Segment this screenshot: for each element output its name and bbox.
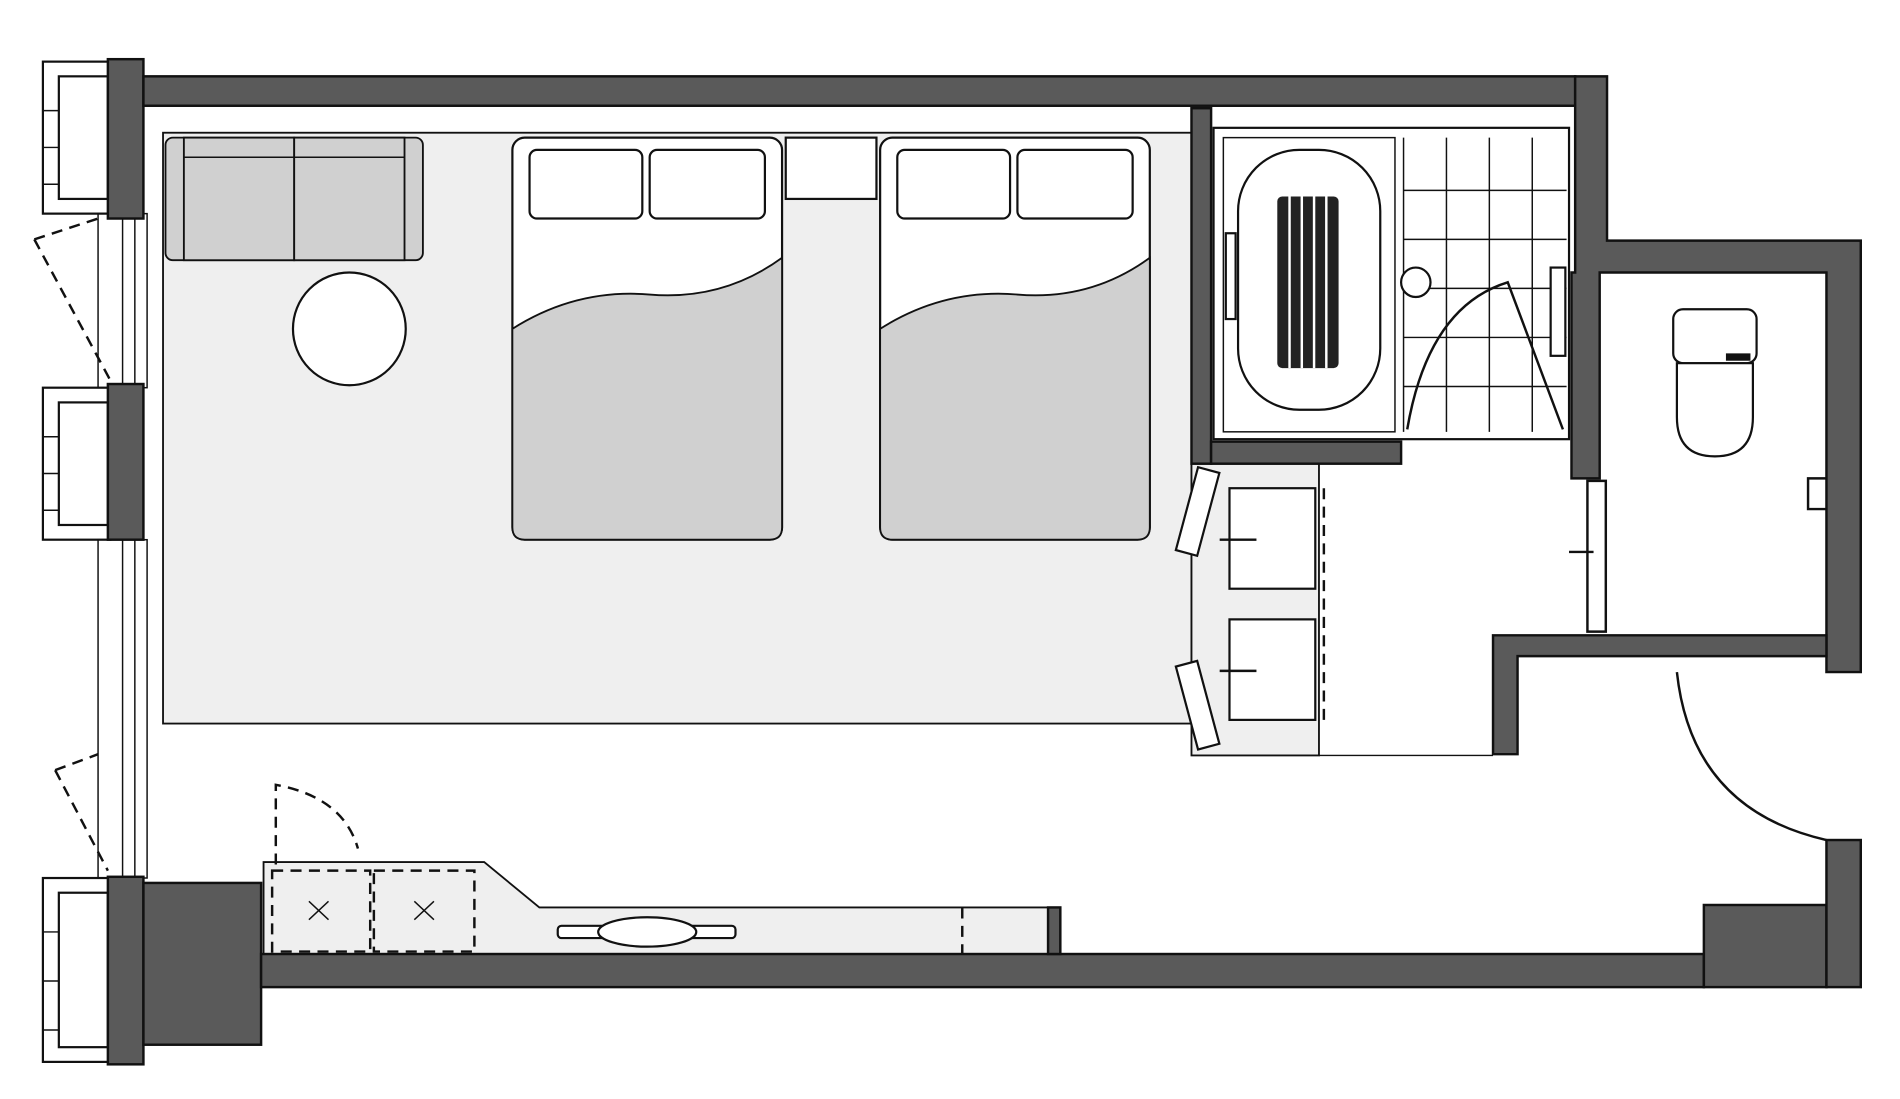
closet [270, 783, 964, 955]
bed-left [511, 136, 784, 541]
bathroom [1212, 126, 1571, 441]
toilet [1672, 308, 1827, 511]
walls [106, 57, 1863, 1066]
bed-right [879, 136, 1151, 541]
nightstand [784, 136, 878, 201]
shower-tiles [1402, 137, 1567, 432]
entrance-door [1675, 671, 1827, 842]
window-swing-top [33, 217, 112, 381]
vanity [1174, 465, 1494, 757]
window-frames [41, 60, 148, 1063]
bathroom-door [1569, 479, 1608, 633]
sofa [164, 136, 424, 262]
round-table [291, 271, 407, 387]
window-swing-bottom [54, 753, 109, 872]
